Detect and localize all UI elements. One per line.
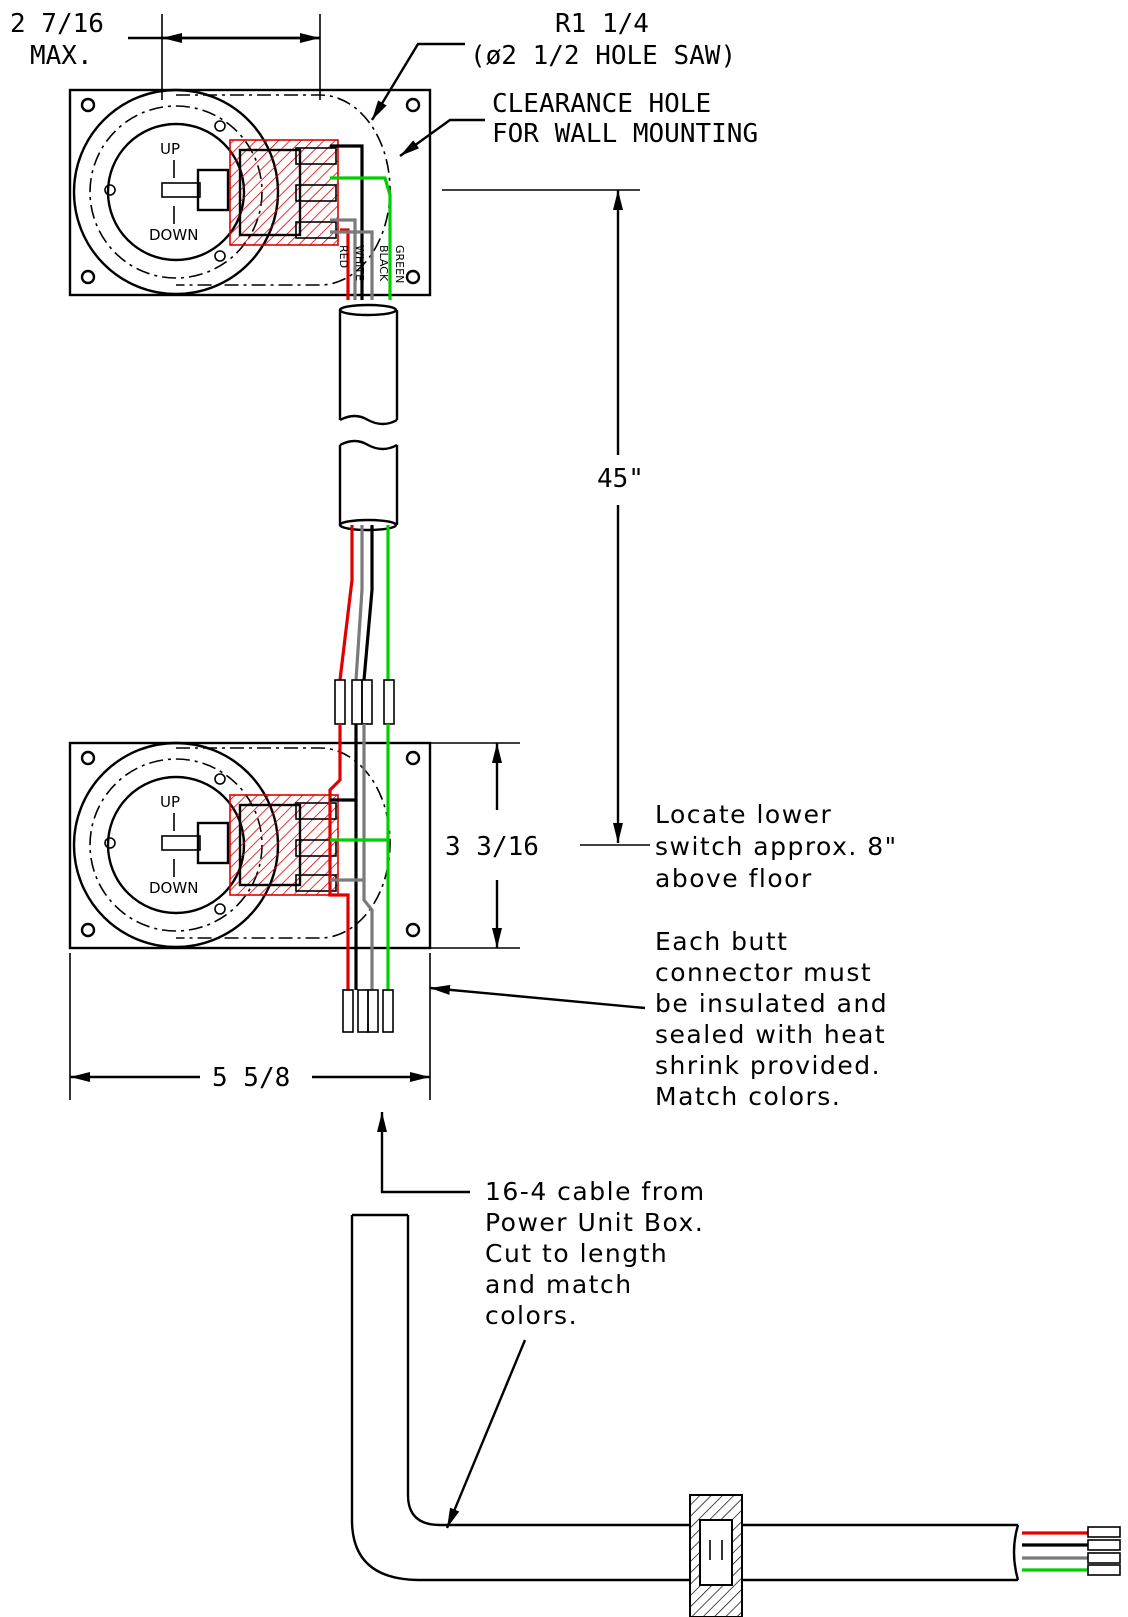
top-width-note: MAX. bbox=[30, 41, 93, 71]
clearance-label-2: FOR WALL MOUNTING bbox=[492, 119, 758, 149]
up-label-top: UP bbox=[160, 140, 180, 158]
wire-tags: RED WHITE BLACK GREEN bbox=[337, 245, 406, 283]
cable-note-4: and match bbox=[485, 1270, 633, 1299]
cable-note-1: 16-4 cable from bbox=[485, 1177, 706, 1206]
locate-note-3: above floor bbox=[655, 864, 813, 893]
vertical-span-dimension: 45" bbox=[442, 189, 650, 846]
up-label-bottom: UP bbox=[160, 793, 180, 811]
wire-tag-black: BLACK bbox=[377, 245, 390, 282]
cable-note-leader bbox=[445, 1339, 527, 1529]
plate-width-label: 5 5/8 bbox=[212, 1063, 290, 1093]
wire-tag-white: WHITE bbox=[353, 245, 366, 281]
down-label-top: DOWN bbox=[149, 226, 198, 244]
cable-up-arrow bbox=[377, 1112, 470, 1194]
cable-note-3: Cut to length bbox=[485, 1239, 668, 1268]
butt-note-4: sealed with heat bbox=[655, 1020, 886, 1049]
vertical-span-label: 45" bbox=[597, 464, 644, 494]
butt-note-5: shrink provided. bbox=[655, 1051, 881, 1080]
wire-tag-red: RED bbox=[337, 245, 350, 268]
plate-height-dimension: 3 3/16 bbox=[430, 742, 539, 949]
butt-note-2: connector must bbox=[655, 958, 872, 987]
upper-switch-plate: UP DOWN bbox=[68, 88, 432, 300]
wire-tag-green: GREEN bbox=[393, 245, 406, 283]
cable-note-5: colors. bbox=[485, 1301, 578, 1330]
conduit bbox=[350, 1213, 1121, 1617]
locate-note-1: Locate lower bbox=[655, 800, 832, 829]
hole-saw-label: (ø2 1/2 HOLE SAW) bbox=[470, 41, 736, 71]
cable-note-2: Power Unit Box. bbox=[485, 1208, 704, 1237]
plate-height-label: 3 3/16 bbox=[445, 832, 539, 862]
clearance-label-1: CLEARANCE HOLE bbox=[492, 89, 711, 119]
radius-label: R1 1/4 bbox=[555, 9, 649, 39]
radius-leader bbox=[370, 42, 465, 121]
butt-note-1: Each butt bbox=[655, 927, 788, 956]
locate-note-2: switch approx. 8" bbox=[655, 832, 898, 861]
top-width-label: 2 7/16 bbox=[10, 9, 104, 39]
plate-width-dimension: 5 5/8 bbox=[69, 953, 431, 1100]
clearance-leader bbox=[399, 118, 485, 157]
down-label-bottom: DOWN bbox=[149, 879, 198, 897]
butt-note-leader bbox=[429, 984, 646, 1010]
butt-note-3: be insulated and bbox=[655, 989, 888, 1018]
top-width-dimension: 2 7/16 MAX. bbox=[10, 9, 321, 100]
butt-note-6: Match colors. bbox=[655, 1082, 841, 1111]
lower-switch-plate: UP DOWN bbox=[68, 724, 432, 1033]
cable-between-switches bbox=[334, 303, 399, 725]
